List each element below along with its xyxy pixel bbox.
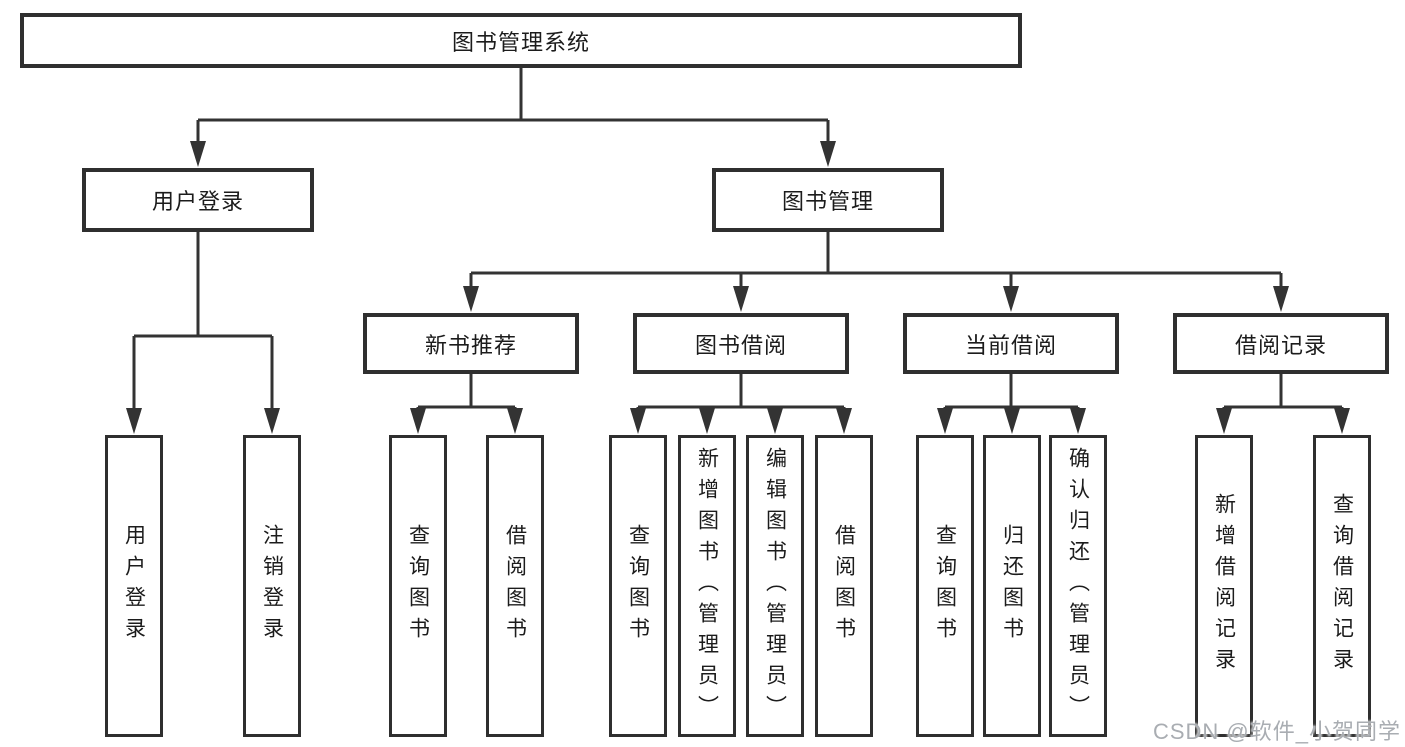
leaf-edit-book-admin-label: 编辑图书（管理员）	[763, 446, 787, 726]
node-current-borrowing: 当前借阅	[903, 313, 1119, 374]
leaf-user-login-label: 用户登录	[122, 524, 146, 648]
node-book-borrowing-label: 图书借阅	[694, 332, 787, 358]
node-current-borrowing-label: 当前借阅	[964, 332, 1057, 358]
node-root-label: 图书管理系统	[451, 29, 590, 55]
leaf-query-books-3: 查询图书	[916, 435, 974, 737]
leaf-logout-label: 注销登录	[260, 524, 284, 648]
leaf-query-books-2: 查询图书	[609, 435, 667, 737]
leaf-query-borrow-record-label: 查询借阅记录	[1330, 493, 1354, 679]
leaf-confirm-return-admin-label: 确认归还（管理员）	[1066, 446, 1090, 726]
node-new-book-recommend: 新书推荐	[363, 313, 579, 374]
leaf-return-books: 归还图书	[983, 435, 1041, 737]
leaf-query-books-2-label: 查询图书	[626, 524, 650, 648]
leaf-borrow-books-1: 借阅图书	[486, 435, 544, 737]
edge-user-login-to-leaves	[132, 230, 274, 416]
leaf-borrow-books-2-label: 借阅图书	[832, 524, 856, 648]
node-root-library-system: 图书管理系统	[20, 13, 1022, 68]
node-book-management-label: 图书管理	[781, 189, 874, 214]
leaf-add-book-admin: 新增图书（管理员）	[678, 435, 736, 737]
leaf-borrow-books-2: 借阅图书	[815, 435, 873, 737]
node-user-login-label: 用户登录	[151, 189, 244, 214]
node-book-borrowing: 图书借阅	[633, 313, 849, 374]
edge-book-borrowing-to-leaves	[636, 372, 846, 417]
leaf-edit-book-admin: 编辑图书（管理员）	[746, 435, 804, 737]
leaf-query-books-3-label: 查询图书	[933, 524, 957, 648]
csdn-watermark: CSDN @软件_小贺同学	[1152, 719, 1401, 744]
node-new-book-recommend-label: 新书推荐	[424, 332, 517, 358]
node-user-login: 用户登录	[82, 168, 314, 232]
node-borrowing-records-label: 借阅记录	[1234, 332, 1327, 358]
leaf-logout: 注销登录	[243, 435, 301, 737]
leaf-return-books-label: 归还图书	[1000, 524, 1024, 648]
edge-book-mgmt-to-level3	[469, 231, 1283, 295]
leaf-user-login: 用户登录	[105, 435, 163, 737]
leaf-add-book-admin-label: 新增图书（管理员）	[695, 446, 719, 726]
leaf-add-borrow-record: 新增借阅记录	[1195, 435, 1253, 737]
leaf-query-borrow-record: 查询借阅记录	[1313, 435, 1371, 737]
edge-borrow-records-to-leaves	[1222, 372, 1344, 417]
leaf-query-books-1: 查询图书	[389, 435, 447, 737]
leaf-add-borrow-record-label: 新增借阅记录	[1212, 493, 1236, 679]
edge-root-to-level2	[196, 66, 830, 150]
leaf-confirm-return-admin: 确认归还（管理员）	[1049, 435, 1107, 737]
edge-new-book-rec-to-leaves	[416, 372, 517, 417]
leaf-query-books-1-label: 查询图书	[406, 524, 430, 648]
leaf-borrow-books-1-label: 借阅图书	[503, 524, 527, 648]
node-book-management: 图书管理	[712, 168, 944, 232]
node-borrowing-records: 借阅记录	[1173, 313, 1389, 374]
